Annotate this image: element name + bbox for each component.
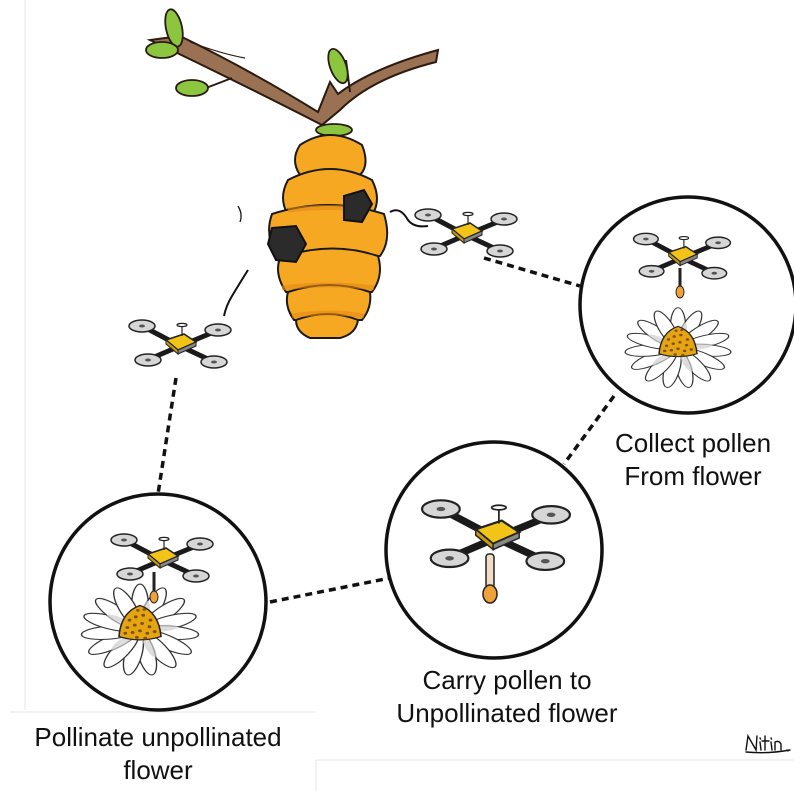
artist-signature — [744, 732, 792, 754]
pollinate-line2: flower — [10, 754, 306, 787]
drone-icon — [129, 320, 231, 368]
carry-pollen-circle — [386, 442, 602, 658]
pollinate-circle — [50, 494, 266, 710]
pollinate-line1: Pollinate unpollinated — [10, 721, 306, 754]
pollen-icon — [150, 591, 158, 603]
pollen-icon — [483, 585, 497, 603]
tree-branch-icon — [146, 8, 438, 136]
collect-pollen-line2: From flower — [583, 460, 794, 493]
carry-pollen-line1: Carry pollen to — [370, 664, 644, 697]
pollen-icon — [676, 286, 684, 298]
drone-icon — [415, 209, 517, 257]
collect-pollen-label: Collect pollen From flower — [583, 427, 794, 493]
collect-pollen-circle — [580, 197, 794, 413]
collect-pollen-line1: Collect pollen — [583, 427, 794, 460]
carry-pollen-label: Carry pollen to Unpollinated flower — [370, 664, 644, 730]
beehive-icon — [268, 135, 387, 338]
carry-pollen-line2: Unpollinated flower — [370, 697, 644, 730]
pollinate-label: Pollinate unpollinated flower — [10, 721, 306, 787]
